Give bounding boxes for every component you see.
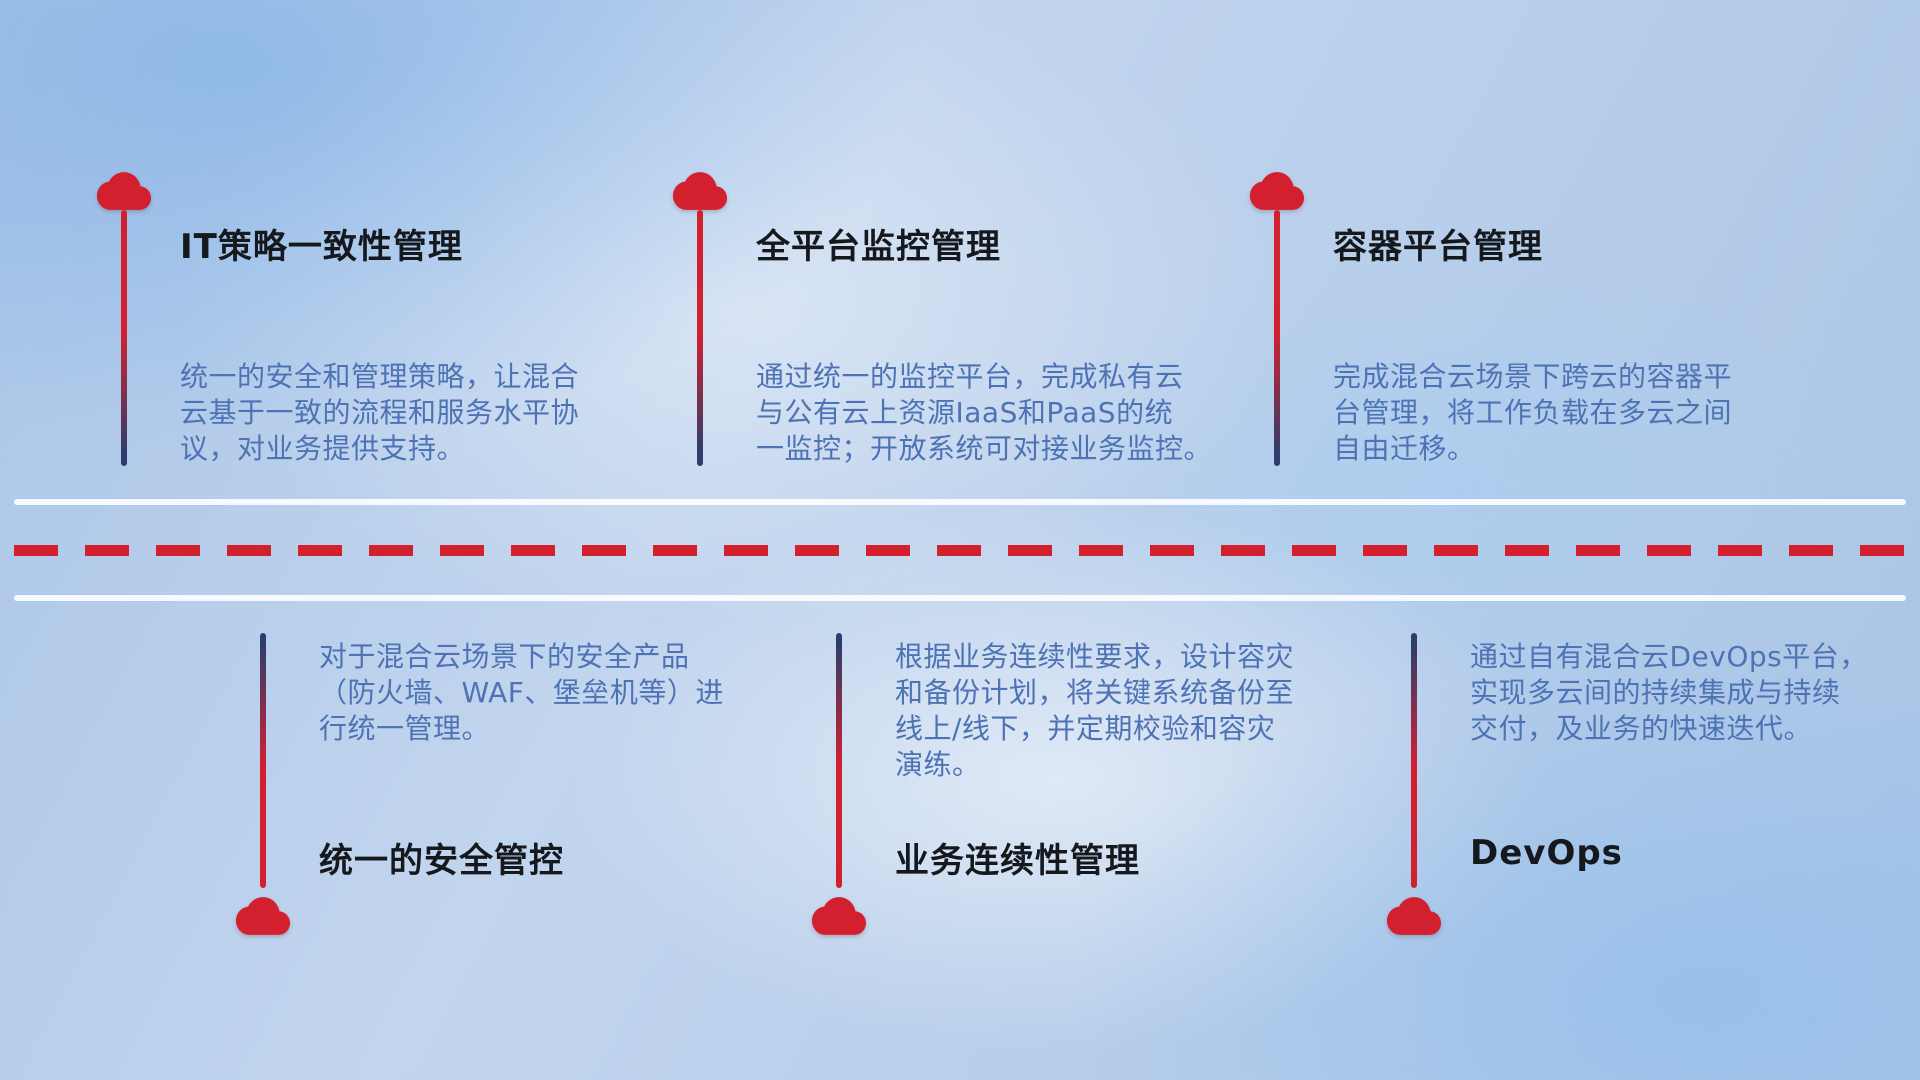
cloud-icon	[812, 896, 866, 936]
timeline-stem	[697, 210, 703, 466]
item-description: 对于混合云场景下的安全产品 （防火墙、WAF、堡垒机等）进 行统一管理。	[319, 640, 724, 745]
capability-item-business-continuity: 根据业务连续性要求，设计容灾 和备份计划，将关键系统备份至 线上/线下，并定期校…	[812, 633, 1372, 943]
cloud-icon	[97, 171, 151, 211]
capability-item-it-policy: IT策略一致性管理 统一的安全和管理策略，让混合 云基于一致的流程和服务水平协 …	[97, 171, 657, 471]
item-title: 容器平台管理	[1333, 227, 1543, 267]
item-description: 统一的安全和管理策略，让混合 云基于一致的流程和服务水平协 议，对业务提供支持。	[180, 360, 580, 465]
capability-item-security: 对于混合云场景下的安全产品 （防火墙、WAF、堡垒机等）进 行统一管理。 统一的…	[236, 633, 796, 943]
cloud-icon	[1387, 896, 1441, 936]
item-title: 统一的安全管控	[319, 841, 564, 881]
timeline-stem	[1274, 210, 1280, 466]
capability-item-container-platform: 容器平台管理 完成混合云场景下跨云的容器平 台管理，将工作负载在多云之间 自由迁…	[1250, 171, 1810, 471]
timeline-stem	[836, 633, 842, 888]
cloud-icon	[1250, 171, 1304, 211]
timeline-stem	[121, 210, 127, 466]
item-title: 全平台监控管理	[756, 227, 1001, 267]
dashed-divider	[14, 545, 1906, 556]
item-title: 业务连续性管理	[895, 841, 1140, 881]
divider-line-top	[14, 499, 1906, 505]
timeline-stem	[1411, 633, 1417, 888]
capability-item-monitoring: 全平台监控管理 通过统一的监控平台，完成私有云 与公有云上资源IaaS和PaaS…	[673, 171, 1233, 471]
item-description: 通过自有混合云DevOps平台， 实现多云间的持续集成与持续 交付，及业务的快速…	[1470, 640, 1868, 745]
cloud-icon	[236, 896, 290, 936]
capability-item-devops: 通过自有混合云DevOps平台， 实现多云间的持续集成与持续 交付，及业务的快速…	[1387, 633, 1920, 943]
item-title: IT策略一致性管理	[180, 227, 463, 267]
cloud-icon	[673, 171, 727, 211]
item-description: 完成混合云场景下跨云的容器平 台管理，将工作负载在多云之间 自由迁移。	[1333, 360, 1733, 465]
item-description: 根据业务连续性要求，设计容灾 和备份计划，将关键系统备份至 线上/线下，并定期校…	[895, 640, 1295, 781]
timeline-stem	[260, 633, 266, 888]
divider-line-bottom	[14, 595, 1906, 601]
item-title: DevOps	[1470, 833, 1623, 873]
item-description: 通过统一的监控平台，完成私有云 与公有云上资源IaaS和PaaS的统 一监控；开…	[756, 360, 1213, 465]
